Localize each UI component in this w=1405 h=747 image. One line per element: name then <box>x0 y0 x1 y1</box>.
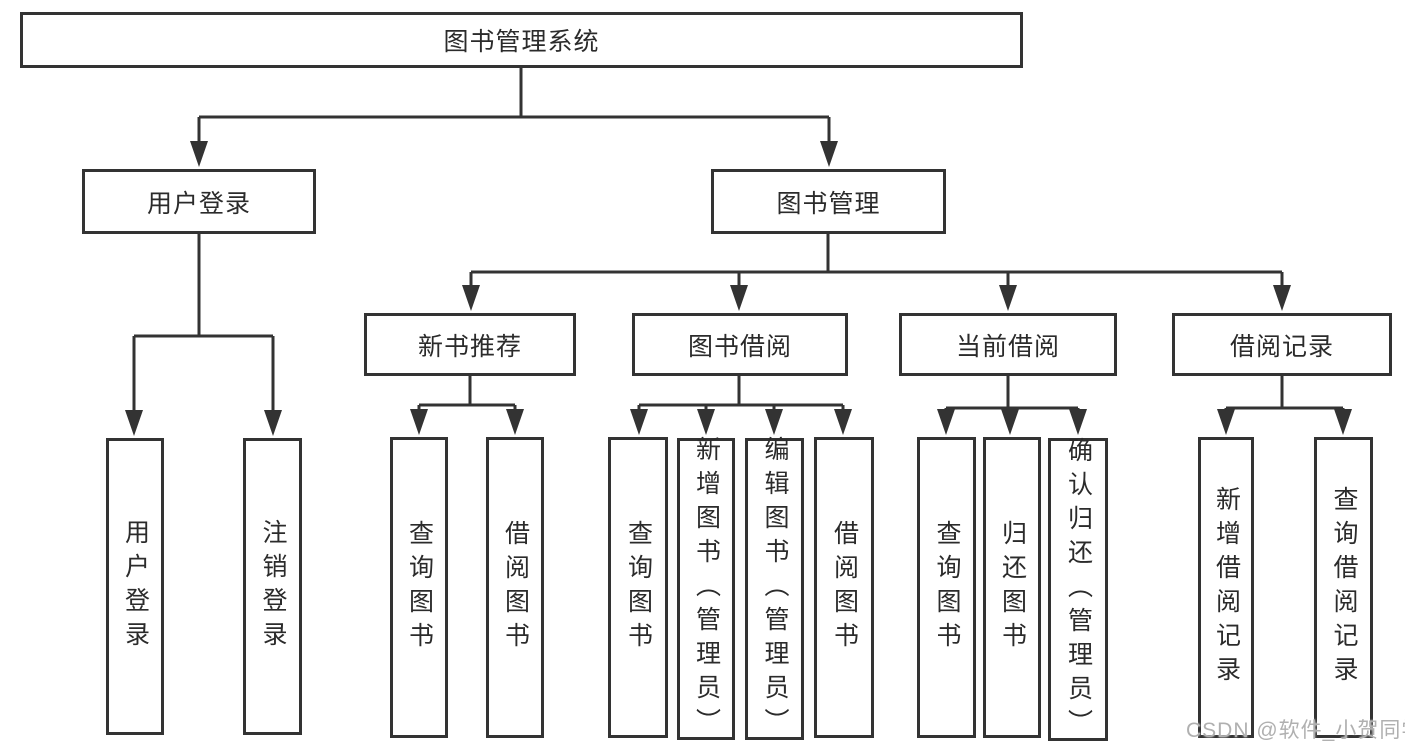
leaf-br-query-record: 查询借阅记录 <box>1314 437 1373 738</box>
csdn-watermark: CSDN @软件_小贺同学 <box>1186 719 1405 742</box>
leaf-bb-add-books-admin-label: 新增图书（管理员） <box>692 436 721 742</box>
leaf-cb-query-books: 查询图书 <box>917 437 976 738</box>
leaf-cb-confirm-return-admin: 确认归还（管理员） <box>1048 436 1108 743</box>
node-new-book-recommendation-label: 新书推荐 <box>417 332 522 361</box>
leaf-cb-return-books-label: 归还图书 <box>998 519 1027 656</box>
leaf-logout: 注销登录 <box>243 438 302 735</box>
leaf-br-add-record: 新增借阅记录 <box>1198 437 1254 738</box>
leaf-cb-return-books: 归还图书 <box>983 437 1041 738</box>
leaf-cb-query-books-label: 查询图书 <box>933 519 961 656</box>
leaf-bb-query-books-label: 查询图书 <box>624 519 653 656</box>
leaf-user-login: 用户登录 <box>106 438 164 735</box>
leaf-br-query-record-label: 查询借阅记录 <box>1330 485 1358 690</box>
node-book-borrowing-label: 图书借阅 <box>687 332 792 361</box>
leaf-bb-borrow-books: 借阅图书 <box>814 437 874 738</box>
node-library-system: 图书管理系统 <box>20 12 1023 68</box>
leaf-rec-query-books: 查询图书 <box>390 437 448 738</box>
leaf-bb-edit-books-admin-label: 编辑图书（管理员） <box>761 436 789 742</box>
node-user-login-label: 用户登录 <box>146 189 251 218</box>
leaf-br-add-record-label: 新增借阅记录 <box>1212 485 1241 690</box>
node-borrowing-records-label: 借阅记录 <box>1229 332 1334 361</box>
node-library-system-label: 图书管理系统 <box>443 28 600 56</box>
leaf-rec-borrow-books: 借阅图书 <box>486 437 544 738</box>
leaf-rec-query-books-label: 查询图书 <box>405 519 434 656</box>
node-borrowing-records: 借阅记录 <box>1172 313 1392 376</box>
leaf-rec-borrow-books-label: 借阅图书 <box>501 519 530 656</box>
leaf-user-login-label: 用户登录 <box>121 518 150 655</box>
leaf-logout-label: 注销登录 <box>259 518 287 655</box>
leaf-bb-add-books-admin: 新增图书（管理员） <box>677 436 735 742</box>
node-current-borrowing-label: 当前借阅 <box>955 332 1060 361</box>
node-book-management: 图书管理 <box>711 169 946 234</box>
node-book-borrowing: 图书借阅 <box>632 313 848 376</box>
node-user-login: 用户登录 <box>82 169 316 234</box>
leaf-bb-edit-books-admin: 编辑图书（管理员） <box>745 436 804 742</box>
node-new-book-recommendation: 新书推荐 <box>364 313 576 376</box>
leaf-cb-confirm-return-admin-label: 确认归还（管理员） <box>1064 436 1093 743</box>
node-book-management-label: 图书管理 <box>776 189 881 218</box>
leaf-bb-query-books: 查询图书 <box>608 437 668 738</box>
leaf-bb-borrow-books-label: 借阅图书 <box>830 519 859 656</box>
node-current-borrowing: 当前借阅 <box>899 313 1117 376</box>
